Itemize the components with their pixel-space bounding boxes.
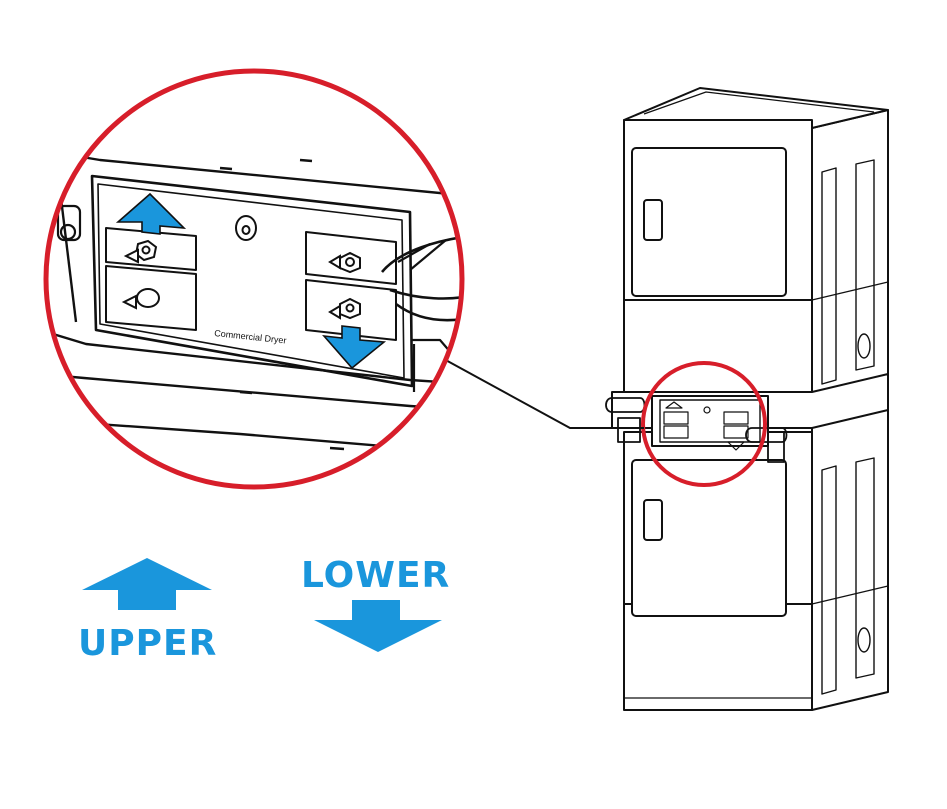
callout-leader-line <box>441 357 644 429</box>
arrow-up-icon <box>82 558 212 610</box>
lower-label: LOWER <box>301 555 451 596</box>
stacked-dryer-illustration <box>605 87 889 711</box>
upper-label: UPPER <box>78 623 218 664</box>
console-highlight-ring <box>641 361 767 487</box>
panel-arrow-down-icon <box>322 325 387 370</box>
callout-ring <box>43 68 465 490</box>
arrow-down-icon <box>314 600 442 652</box>
zoomed-control-panel: Commercial Dryer <box>46 71 462 487</box>
panel-arrow-up-icon <box>115 192 187 235</box>
